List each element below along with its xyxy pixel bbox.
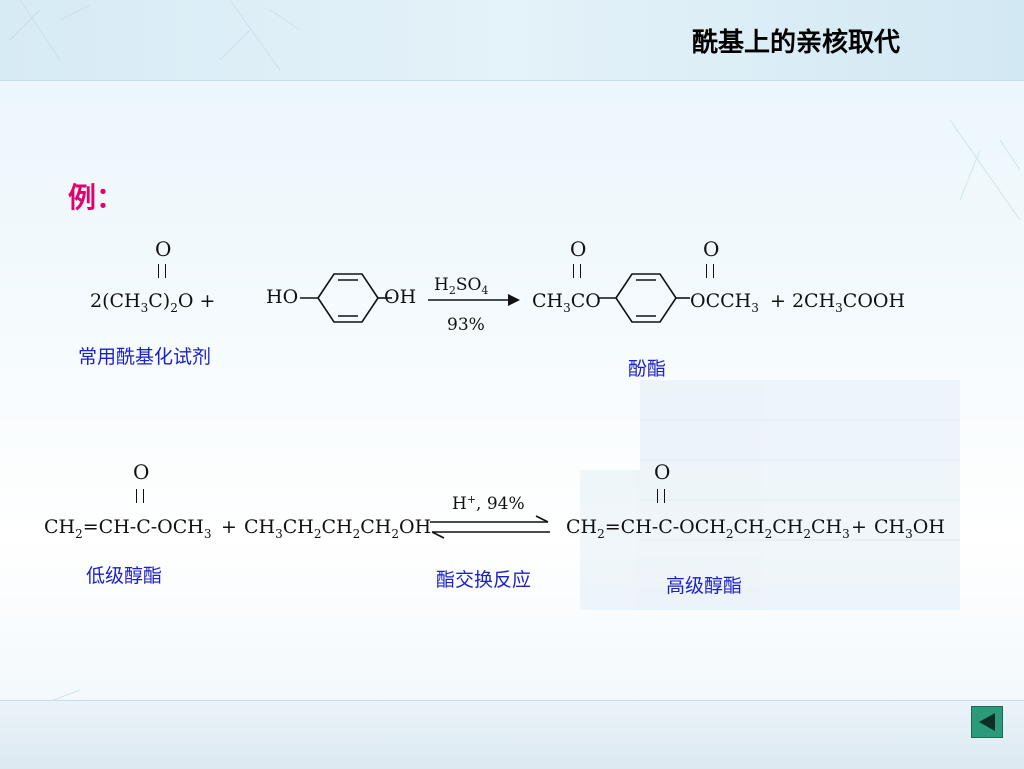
methyl-acrylate: CH2=CH-C-OCH3 [44,516,212,541]
footer-band [0,700,1024,769]
triangle-left-icon [979,713,995,731]
yield-label: 93% [447,315,485,335]
double-bond [706,264,714,278]
double-bond [136,489,144,503]
carbonyl-oxygen: O [703,237,720,261]
label-phenol-ester: 酚酯 [628,358,667,380]
acetoxy-left: CH3CO [532,290,601,315]
acetic-acid-byproduct: + 2CH3COOH [770,290,906,315]
header-band [0,0,1024,81]
plus-sign: + [851,516,867,538]
butyl-acrylate: CH2=CH-C-OCH2CH2CH2CH3 [566,516,850,541]
example-label: 例： [68,181,125,214]
label-higher-ester: 高级醇酯 [666,575,743,597]
double-bond [158,264,166,278]
label-transesterification: 酯交换反应 [436,569,532,591]
slide-title: 酰基上的亲核取代 [691,28,900,58]
label-lower-ester: 低级醇酯 [86,565,163,587]
carbonyl-oxygen: O [570,237,587,261]
ho-group: HO [266,286,299,308]
carbonyl-oxygen: O [133,460,150,484]
carbonyl-oxygen: O [155,237,172,261]
oh-group: OH [384,286,417,308]
acetic-anhydride: 2(CH3C)2O + [90,290,216,315]
butanol: CH3CH2CH2CH2OH [244,516,432,541]
methanol: CH3OH [874,516,945,541]
forward-arrow [428,294,520,306]
carbonyl-oxygen: O [654,460,671,484]
catalyst-label: H2SO4 [434,275,489,297]
label-acylating-reagent: 常用酰基化试剂 [78,346,212,368]
plus-sign: + [221,516,237,538]
benzene-ring-product [598,273,690,323]
benzene-ring-hydroquinone [300,273,392,323]
double-bond [573,264,581,278]
condition-label: H+, 94% [452,493,525,514]
back-button[interactable] [971,706,1003,738]
acetoxy-right: OCCH3 [690,290,759,315]
equilibrium-arrow [430,515,550,539]
double-bond [657,489,665,503]
